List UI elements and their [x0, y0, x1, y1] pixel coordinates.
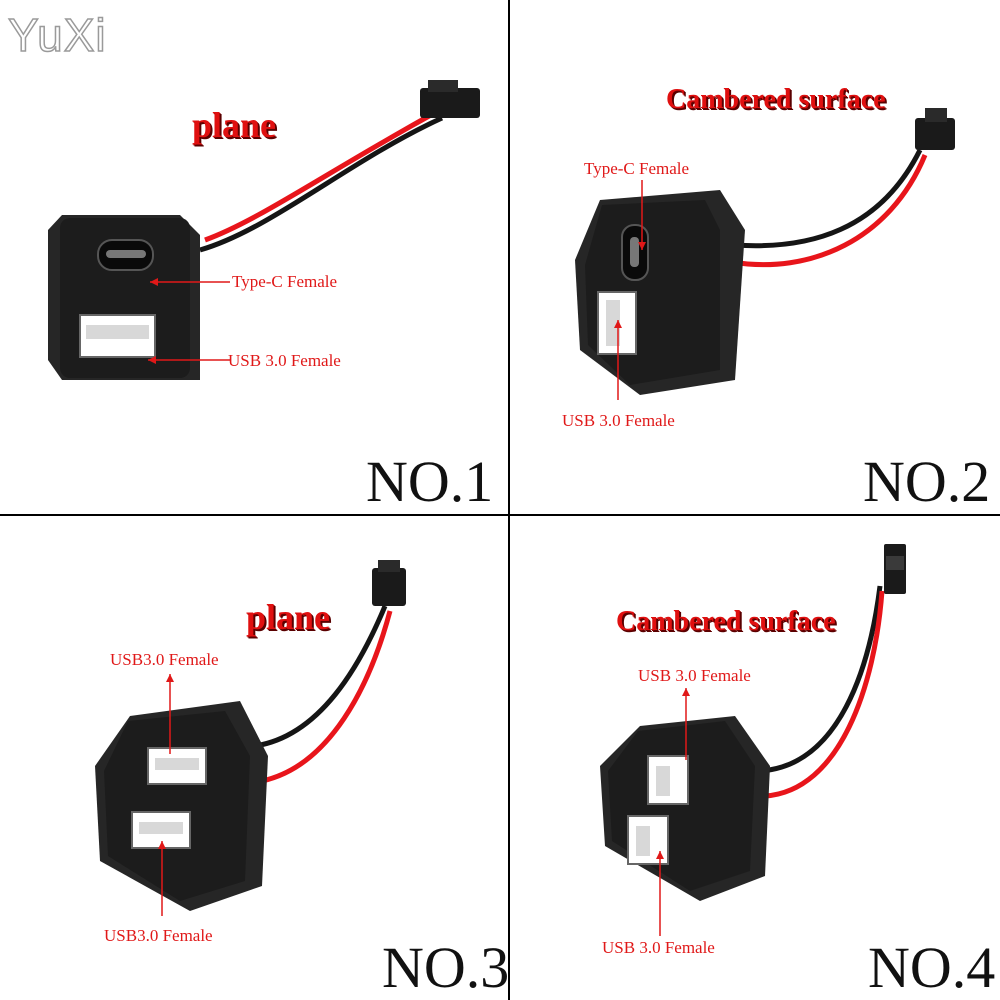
callout-usb: USB 3.0 Female — [562, 411, 675, 430]
panel-title: Cambered surface — [666, 84, 886, 115]
panel-number: NO.1 — [366, 449, 494, 508]
panel-no2: Cambered surface Type-C Female USB 3.0 F… — [510, 0, 1000, 508]
panel-title: plane — [246, 597, 331, 637]
callout-usb-bottom: USB3.0 Female — [104, 926, 213, 945]
callout-usb-top: USB3.0 Female — [110, 650, 219, 669]
panel-title: Cambered surface — [616, 606, 836, 637]
panel-no1: YuXi plane Type-C Female USB 3.0 Female … — [0, 0, 508, 508]
panel-title: plane — [192, 105, 277, 145]
callout-usb-bottom: USB 3.0 Female — [602, 938, 715, 957]
callout-usb: USB 3.0 Female — [228, 351, 341, 370]
horizontal-divider — [0, 514, 1000, 516]
typec-usb-socket-plane-photo — [48, 80, 480, 380]
callout-type-c: Type-C Female — [232, 272, 338, 291]
panel-number: NO.3 — [382, 935, 508, 1000]
panel-no4: Cambered surface USB 3.0 Female USB 3.0 … — [510, 516, 1000, 1000]
panel-no3: plane USB3.0 Female USB3.0 Female NO.3 — [0, 516, 508, 1000]
dual-usb-socket-cambered-photo — [600, 544, 906, 936]
panel-number: NO.4 — [868, 935, 996, 1000]
vertical-divider — [508, 0, 510, 1000]
panel-number: NO.2 — [863, 449, 991, 508]
callout-type-c: Type-C Female — [584, 159, 690, 178]
yuxi-watermark: YuXi — [7, 8, 107, 62]
dual-usb-socket-plane-photo — [95, 560, 406, 916]
callout-usb-top: USB 3.0 Female — [638, 666, 751, 685]
typec-usb-socket-cambered-photo — [575, 108, 955, 400]
